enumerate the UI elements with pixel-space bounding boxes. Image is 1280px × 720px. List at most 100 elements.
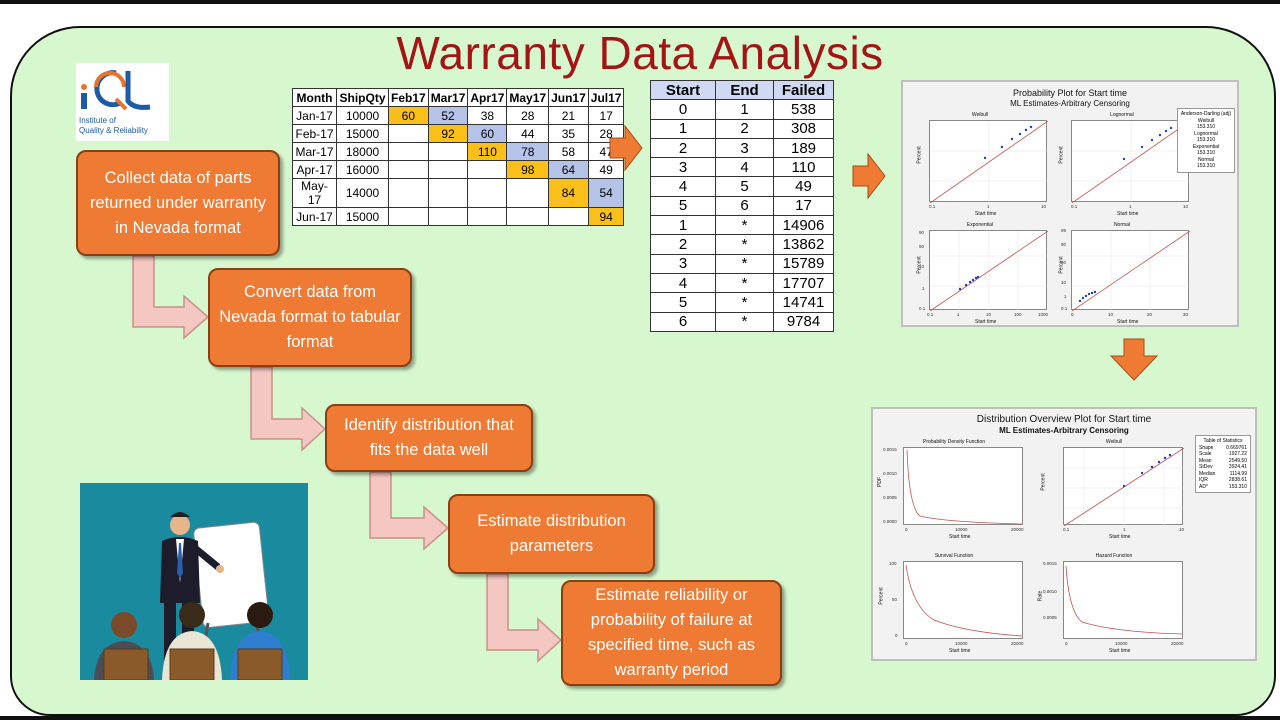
y-tick: 1: [922, 286, 925, 291]
right-arrow-1-icon: [609, 124, 643, 172]
subplot-title: Exponential: [966, 222, 994, 228]
pdf-curve-svg: [906, 449, 1023, 525]
stat-label: StDev: [1199, 464, 1213, 470]
right-arrow-2-icon: [852, 152, 886, 200]
data-cell: [467, 207, 508, 226]
x-tick: 0: [1071, 312, 1074, 317]
page-title: Warranty Data Analysis: [396, 27, 884, 79]
end-cell: *: [715, 311, 774, 332]
x-tick: 10: [986, 312, 992, 317]
data-cell: 60: [467, 124, 508, 143]
step-collect-data: Collect data of parts returned under war…: [76, 150, 280, 256]
anderson-darling-legend: Anderson-Darling (adj) Weibull 153.310 L…: [1177, 108, 1235, 173]
data-cell: [506, 178, 550, 208]
data-cell: 28: [506, 106, 550, 125]
subplot-pdf: Probability Density Function PDF 0.0015 …: [877, 439, 1029, 543]
distribution-plot-subtitle: ML Estimates-Arbitrary Censoring: [999, 426, 1129, 435]
table-row: Jun-17 15000 94: [292, 207, 625, 226]
y-tick: 50: [1061, 260, 1067, 265]
failed-cell: 538: [773, 99, 834, 120]
data-cell: 38: [467, 106, 508, 125]
header-cell: Start: [650, 79, 716, 101]
lognormal-probability-svg: [1071, 120, 1191, 204]
legend-item: Normal: [1197, 156, 1215, 163]
failed-cell: 110: [773, 157, 834, 178]
stat-label: Scale: [1199, 451, 1212, 457]
bottom-border-line: [0, 716, 1280, 720]
y-axis-label: Percent: [1058, 256, 1065, 274]
logo-text-line1: Institute of: [79, 116, 116, 125]
qty-cell: 15000: [336, 207, 389, 226]
subplot-title: Lognormal: [1110, 112, 1134, 118]
x-tick: 10: [1108, 312, 1114, 317]
table-row: 4*17707: [650, 272, 834, 294]
y-tick: 0.0015: [883, 447, 897, 452]
header-cell: Jul17: [587, 88, 625, 107]
x-tick: 20000: [1171, 641, 1184, 646]
y-tick: 90: [1061, 242, 1067, 247]
x-axis-label: Start time: [949, 534, 971, 540]
y-tick: 50: [892, 597, 898, 602]
subplot-title: Normal: [1113, 222, 1131, 228]
data-cell: 21: [548, 106, 589, 125]
step-identify-distribution: Identify distribution that fits the data…: [325, 404, 533, 472]
table-row: 2*13862: [650, 234, 834, 255]
failed-cell: 9784: [773, 311, 834, 332]
normal-probability-svg: [1071, 230, 1191, 312]
presenter-audience-illustration: [94, 512, 290, 680]
subplot-title: Probability Density Function: [923, 439, 985, 445]
y-tick: 1: [1064, 294, 1067, 299]
subplot-title: Survival Function: [934, 553, 974, 559]
elbow-arrow-3-icon: [369, 471, 450, 551]
header-cell: End: [715, 79, 774, 101]
x-axis-label: Start time: [1109, 648, 1131, 654]
elbow-arrow-2-icon: [250, 366, 327, 452]
subplot-hazard: Hazard Function Rate 0.0015 0.0010 0.000…: [1037, 553, 1189, 657]
table-row: Apr-17 16000 98 64 49: [292, 160, 625, 179]
x-axis-label: Start time: [975, 319, 997, 325]
x-axis-label: Start time: [1117, 211, 1139, 217]
subplot-weibull-overview: Weibull Percent 0.1 1 10 Start time: [1039, 439, 1189, 543]
data-cell: 60: [388, 106, 429, 125]
x-tick: 1: [1129, 204, 1132, 209]
legend-item: 153.310: [1196, 163, 1216, 169]
weibull-probability-svg: [929, 120, 1049, 204]
legend-item: 153.310: [1196, 150, 1216, 156]
y-tick: 90: [919, 230, 925, 235]
failed-cell: 15789: [773, 253, 834, 274]
y-tick: 50: [919, 244, 925, 249]
probability-plot-panel: Probability Plot for Start time ML Estim…: [901, 80, 1239, 327]
header-cell: Failed: [773, 79, 834, 101]
iqr-logo-mark-icon: [81, 70, 151, 111]
month-cell: May-17: [292, 178, 337, 208]
y-tick: 0.1: [919, 306, 926, 311]
x-tick: 0.1: [1063, 527, 1070, 532]
y-axis-label: Percent: [916, 146, 923, 164]
x-tick: 1: [1123, 527, 1126, 532]
x-tick: 0.1: [1071, 204, 1078, 209]
plot-area: [1063, 447, 1185, 527]
x-tick: 10000: [955, 527, 968, 532]
legend-item: 153.310: [1196, 137, 1216, 143]
hazard-curve-svg: [1065, 565, 1183, 635]
data-cell: [548, 207, 589, 226]
subplot-title: Hazard Function: [1095, 553, 1133, 559]
y-tick: 100: [889, 561, 897, 566]
stat-value: 1927.22: [1228, 451, 1247, 457]
table-row: 6*9784: [650, 311, 834, 332]
table-row: 1*14906: [650, 215, 834, 236]
subplot-title: Weibull: [1105, 439, 1123, 445]
plot-area: [1071, 230, 1191, 312]
data-cell: 84: [548, 178, 589, 208]
y-axis-label: Percent: [878, 587, 885, 605]
step-estimate-reliability: Estimate reliability or probability of f…: [561, 580, 782, 686]
legend-item: Weibull: [1197, 117, 1215, 124]
stat-value: 0.669761: [1226, 444, 1247, 451]
top-border-line: [0, 0, 1280, 4]
